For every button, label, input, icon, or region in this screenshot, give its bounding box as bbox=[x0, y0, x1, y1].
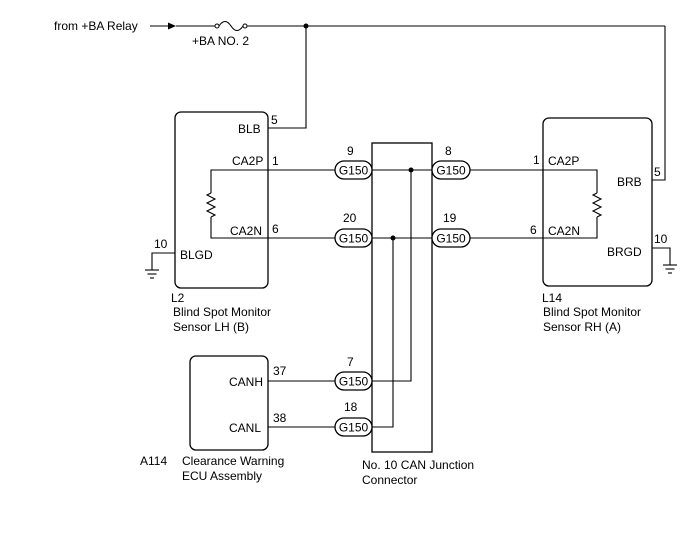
junction-canl-link bbox=[372, 238, 394, 428]
ecu-pin-canl-name: CANL bbox=[229, 421, 261, 435]
right-ground-wire bbox=[652, 247, 671, 265]
junction-pin-19: 19 bbox=[443, 211, 457, 225]
power-source-label: from +BA Relay bbox=[54, 19, 138, 33]
right-resistor-bottom-wire bbox=[543, 217, 598, 239]
connector-g150-pin8-label: G150 bbox=[436, 164, 466, 178]
left-sensor-name-1: Blind Spot Monitor bbox=[173, 305, 271, 319]
left-pin-blb-num: 5 bbox=[271, 113, 278, 127]
connector-g150-pin20 bbox=[334, 228, 373, 248]
right-resistor-icon bbox=[591, 192, 603, 218]
wire-to-blb bbox=[268, 26, 307, 129]
connector-g150-pin9 bbox=[334, 160, 373, 180]
right-resistor-top-wire bbox=[543, 169, 598, 193]
right-pin-brgd-name: BRGD bbox=[607, 245, 642, 259]
connector-g150-pin8 bbox=[431, 160, 471, 180]
fuse-icon bbox=[214, 20, 248, 32]
right-pin-brb-num: 5 bbox=[654, 165, 661, 179]
left-ground-wire bbox=[151, 252, 175, 270]
left-resistor-bottom-wire bbox=[210, 217, 268, 239]
ecu-box bbox=[189, 355, 269, 451]
right-pin-brb-name: BRB bbox=[617, 175, 642, 189]
left-pin-blgd-num: 10 bbox=[154, 237, 168, 251]
right-sensor-name-2: Sensor RH (A) bbox=[543, 320, 621, 334]
left-sensor-name-2: Sensor LH (B) bbox=[173, 320, 249, 334]
left-pin-ca2n-name: CA2N bbox=[230, 224, 262, 238]
right-sensor-box bbox=[542, 117, 653, 287]
left-pin-ca2p-name: CA2P bbox=[232, 154, 263, 168]
right-ground-icon bbox=[663, 264, 677, 274]
wire-to-brb bbox=[652, 26, 666, 181]
left-resistor-top-wire bbox=[210, 169, 268, 193]
fuse-label: +BA NO. 2 bbox=[192, 34, 249, 48]
connector-g150-pin20-label: G150 bbox=[339, 232, 369, 246]
connector-g150-pin18-label: G150 bbox=[339, 421, 369, 435]
connector-g150-pin19 bbox=[431, 228, 471, 248]
connector-g150-pin19-label: G150 bbox=[436, 232, 466, 246]
junction-splice-l bbox=[390, 235, 396, 241]
ecu-pin-canl-num: 38 bbox=[273, 411, 287, 425]
connector-g150-pin9-label: G150 bbox=[339, 164, 369, 178]
left-pin-ca2n-num: 6 bbox=[272, 222, 279, 236]
junction-name-1: No. 10 CAN Junction bbox=[362, 458, 474, 472]
junction-splice-h bbox=[408, 167, 414, 173]
connector-g150-pin7-label: G150 bbox=[339, 375, 369, 389]
right-pin-brgd-num: 10 bbox=[654, 232, 668, 246]
right-pin-ca2n-name: CA2N bbox=[548, 224, 580, 238]
right-sensor-name-1: Blind Spot Monitor bbox=[543, 305, 641, 319]
junction-pin-8: 8 bbox=[445, 144, 452, 158]
ecu-code: A114 bbox=[140, 454, 167, 468]
left-pin-blb-name: BLB bbox=[238, 122, 261, 136]
power-arrow-icon bbox=[150, 22, 215, 30]
left-sensor-box bbox=[174, 111, 269, 289]
junction-canh-link bbox=[372, 170, 412, 382]
left-resistor-icon bbox=[205, 192, 217, 218]
ecu-name-1: Clearance Warning bbox=[182, 454, 284, 468]
right-pin-ca2p-name: CA2P bbox=[548, 154, 579, 168]
right-pin-ca2n-num: 6 bbox=[530, 223, 537, 237]
left-sensor-code: L2 bbox=[171, 291, 185, 305]
ecu-pin-canh-num: 37 bbox=[273, 364, 287, 378]
junction-pin-9: 9 bbox=[347, 144, 354, 158]
junction-name-2: Connector bbox=[362, 473, 417, 487]
right-pin-ca2p-num: 1 bbox=[533, 153, 540, 167]
right-sensor-code: L14 bbox=[542, 291, 562, 305]
left-pin-blgd-name: BLGD bbox=[180, 248, 213, 262]
ecu-name-2: ECU Assembly bbox=[182, 469, 262, 483]
left-ground-icon bbox=[145, 269, 159, 279]
left-pin-ca2p-num: 1 bbox=[272, 154, 279, 168]
junction-connector-box bbox=[371, 142, 433, 453]
junction-pin-20: 20 bbox=[343, 211, 357, 225]
junction-pin-18: 18 bbox=[344, 400, 358, 414]
connector-g150-pin7 bbox=[334, 371, 373, 391]
connector-g150-pin18 bbox=[334, 417, 373, 437]
junction-pin-7: 7 bbox=[347, 355, 354, 369]
ecu-pin-canh-name: CANH bbox=[229, 375, 263, 389]
